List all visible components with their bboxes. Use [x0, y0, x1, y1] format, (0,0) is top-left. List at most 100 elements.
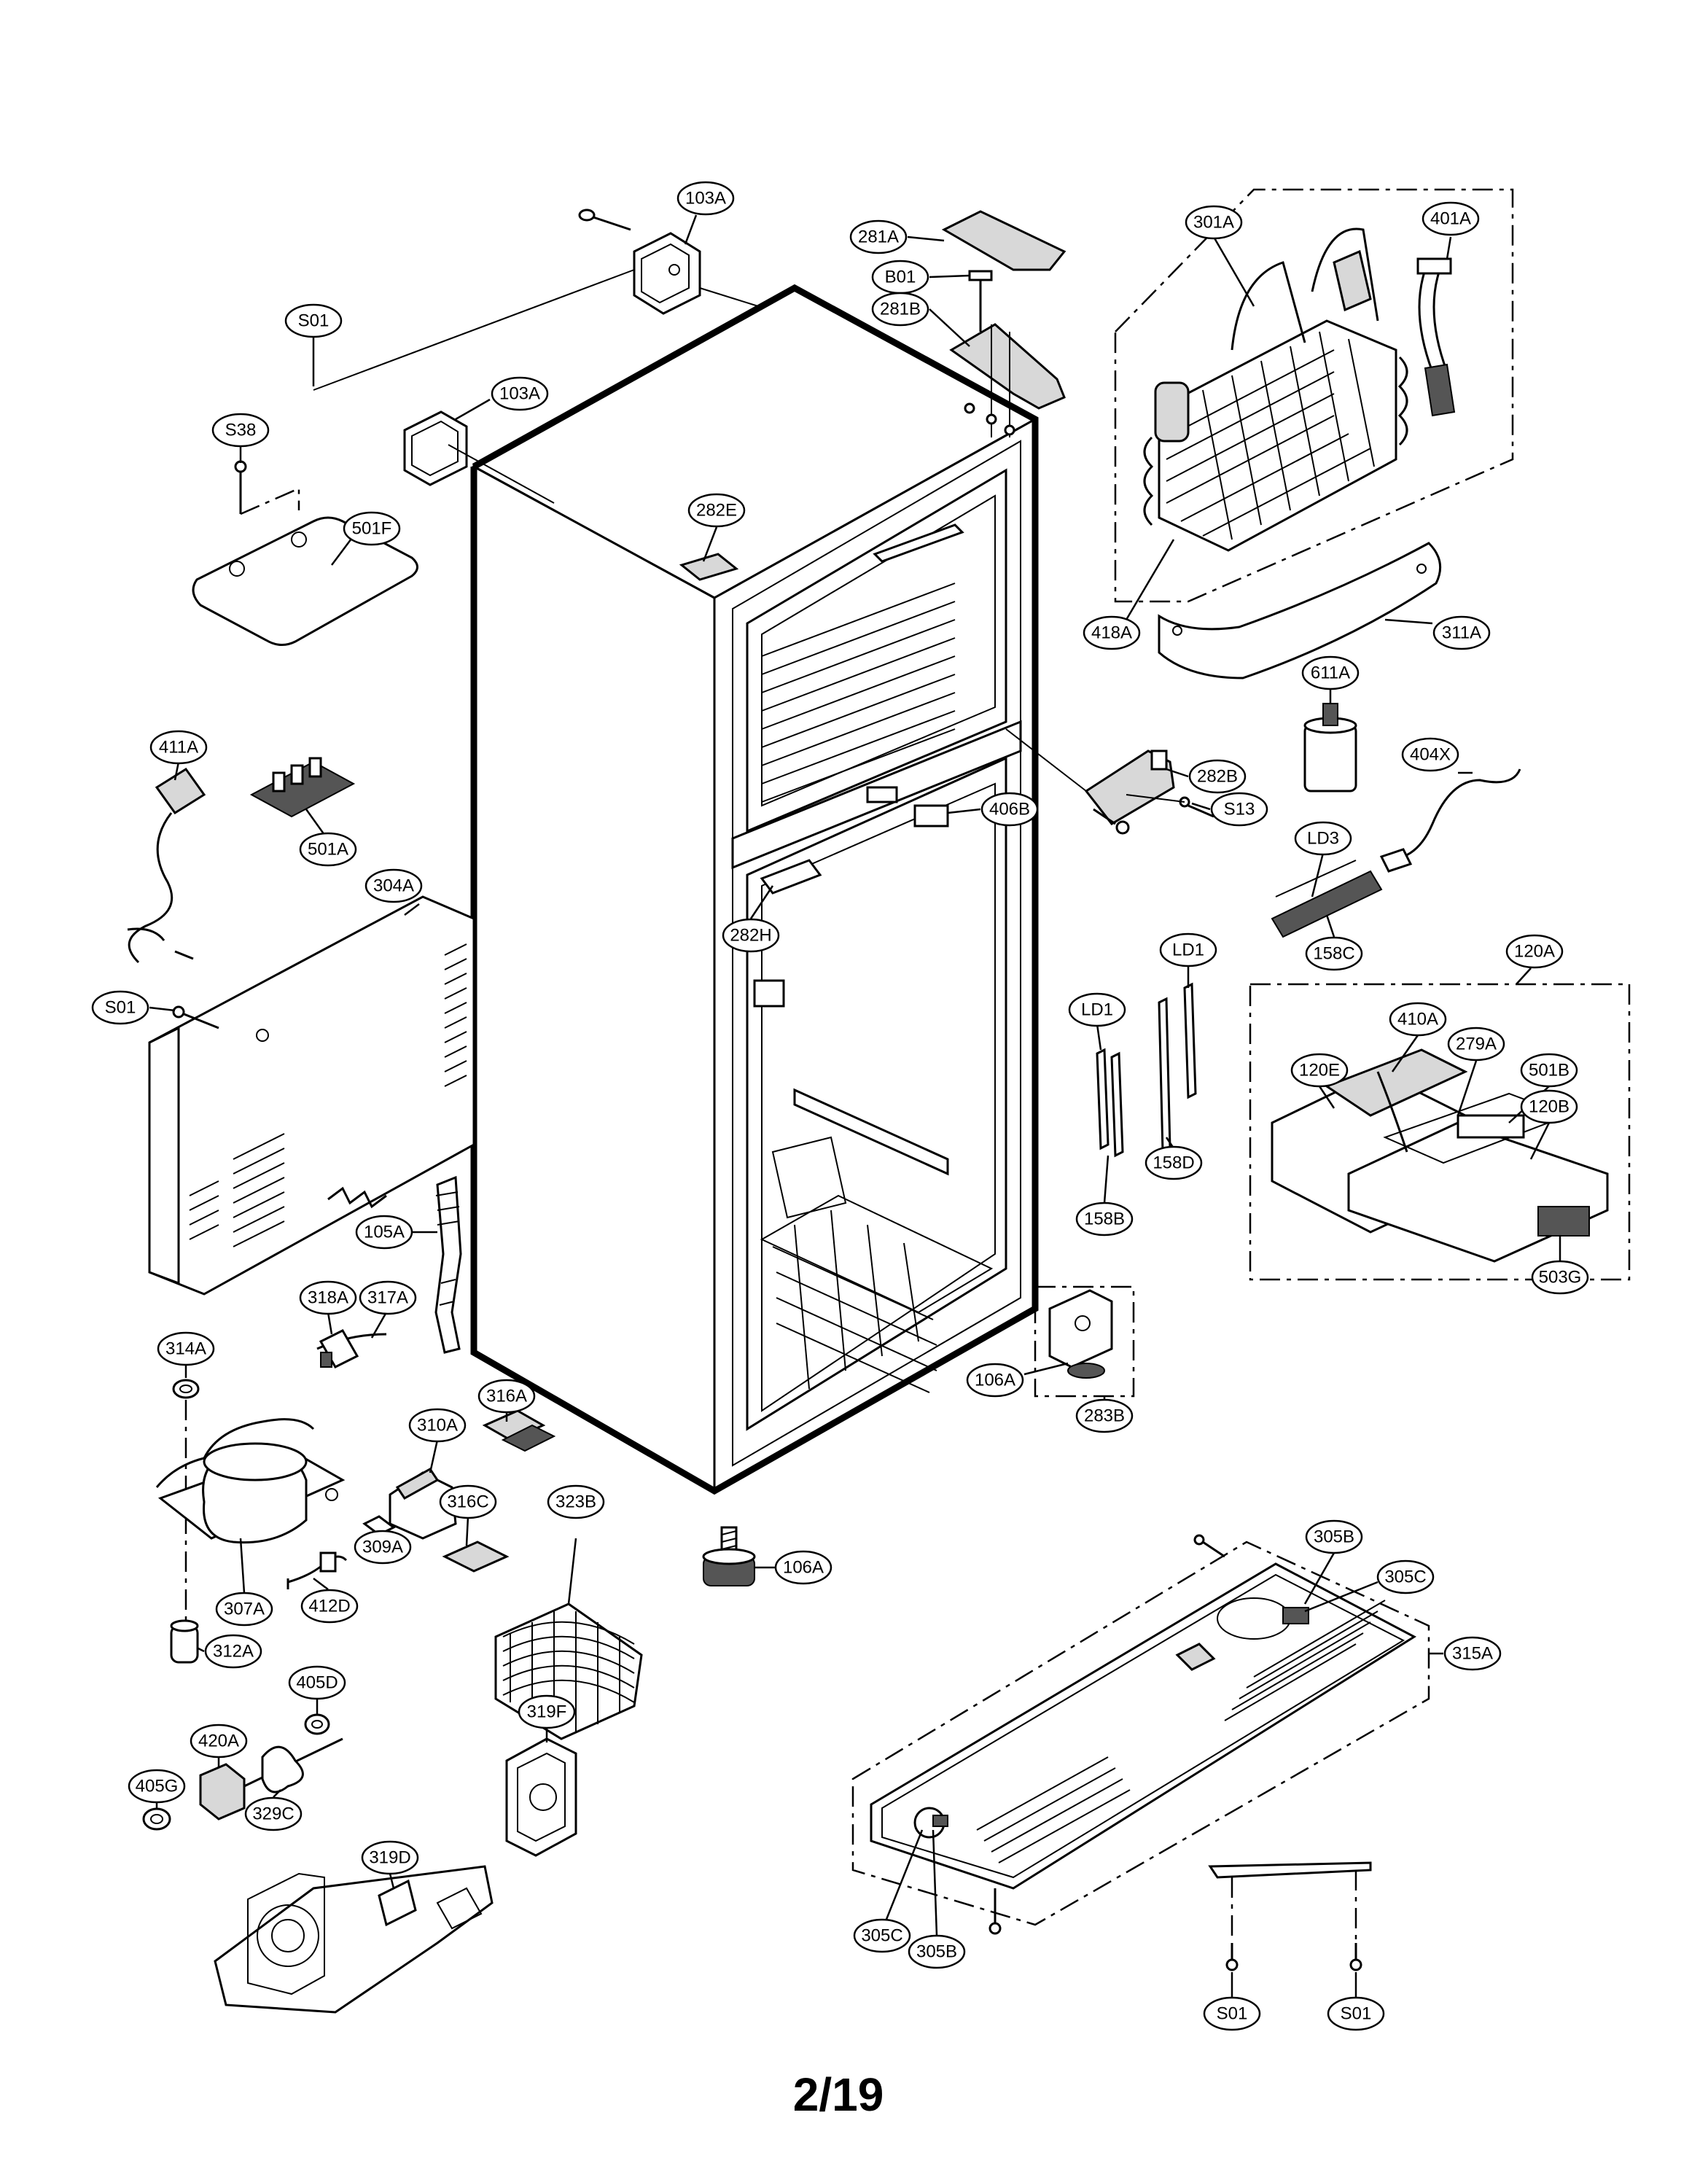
part-501f-cover	[192, 516, 418, 646]
part-screw-s01-left	[172, 1005, 219, 1029]
top-pad-282e	[679, 553, 739, 581]
svg-text:411A: 411A	[159, 738, 198, 758]
callout-282h: 282H	[722, 918, 780, 953]
svg-text:S38: S38	[225, 421, 257, 440]
svg-text:120A: 120A	[1514, 942, 1555, 962]
part-404x-sensor	[1379, 768, 1521, 873]
callout-315a: 315A	[1443, 1636, 1502, 1671]
svg-text:LD1: LD1	[1081, 1000, 1113, 1020]
part-158b-led-strip	[1096, 1048, 1124, 1158]
svg-text:106A: 106A	[783, 1558, 824, 1578]
page-number: 2/19	[793, 2068, 884, 2121]
svg-text:401A: 401A	[1430, 209, 1471, 229]
callout-316c: 316C	[439, 1484, 497, 1519]
callout-305c-top: 305C	[1376, 1559, 1435, 1594]
svg-text:315A: 315A	[1452, 1644, 1493, 1664]
callout-318a: 318A	[299, 1280, 357, 1315]
svg-text:S01: S01	[105, 998, 136, 1018]
svg-text:103A: 103A	[499, 384, 540, 404]
svg-text:120B: 120B	[1529, 1097, 1569, 1117]
svg-text:B01: B01	[885, 268, 916, 287]
control-assembly-box	[1249, 983, 1631, 1281]
callout-ld1-right: LD1	[1159, 932, 1217, 967]
svg-text:310A: 310A	[417, 1416, 458, 1436]
svg-text:611A: 611A	[1311, 663, 1350, 683]
part-screw-s38	[234, 460, 247, 514]
part-318a-317a-relay	[316, 1329, 387, 1368]
svg-text:158D: 158D	[1153, 1153, 1194, 1173]
svg-text:LD1: LD1	[1172, 940, 1204, 960]
svg-text:S01: S01	[298, 311, 329, 331]
callout-158b: 158B	[1075, 1202, 1134, 1237]
svg-text:304A: 304A	[373, 876, 414, 896]
callout-s13: S13	[1210, 792, 1268, 827]
callout-b01: B01	[871, 260, 929, 295]
svg-text:501F: 501F	[352, 519, 392, 539]
part-105a-hose	[434, 1175, 462, 1354]
callout-305b-top: 305B	[1305, 1519, 1363, 1554]
part-405d-washer	[304, 1713, 330, 1735]
svg-text:404X: 404X	[1410, 745, 1451, 765]
callout-412d: 412D	[300, 1589, 359, 1624]
callout-283b: 283B	[1075, 1398, 1134, 1433]
part-282b-center-hinge	[1084, 749, 1175, 825]
svg-text:305C: 305C	[861, 1926, 902, 1946]
callout-305b-bottom: 305B	[908, 1934, 966, 1969]
svg-text:410A: 410A	[1397, 1010, 1438, 1029]
callout-319d: 319D	[361, 1840, 419, 1875]
callout-s01-bottom-left: S01	[1203, 1996, 1261, 2031]
svg-text:420A: 420A	[198, 1732, 239, 1751]
part-screw-base-top	[1193, 1534, 1225, 1558]
refrigerator-cabinet	[470, 284, 1039, 1495]
svg-text:501A: 501A	[308, 840, 348, 860]
part-307a-compressor	[155, 1418, 346, 1544]
svg-text:406B: 406B	[989, 800, 1030, 819]
svg-text:S01: S01	[1341, 2004, 1372, 2024]
callout-317a: 317A	[359, 1280, 417, 1315]
part-314a-grommet	[172, 1379, 200, 1399]
callout-307a: 307A	[215, 1592, 273, 1627]
callout-501b: 501B	[1520, 1053, 1578, 1088]
callout-316a: 316A	[477, 1379, 536, 1414]
callout-s01-left: S01	[91, 990, 149, 1025]
part-501a-pcb	[249, 757, 356, 818]
svg-text:282H: 282H	[730, 926, 771, 946]
part-screw-s13	[1179, 796, 1214, 818]
callout-304a: 304A	[364, 868, 423, 903]
svg-text:279A: 279A	[1456, 1035, 1497, 1054]
callout-420a: 420A	[190, 1724, 248, 1759]
callout-301a: 301A	[1185, 205, 1243, 240]
svg-text:316C: 316C	[447, 1492, 488, 1512]
svg-text:S01: S01	[1217, 2004, 1248, 2024]
svg-text:282B: 282B	[1197, 767, 1238, 787]
svg-text:103A: 103A	[685, 189, 726, 209]
svg-text:305B: 305B	[916, 1942, 957, 1962]
svg-text:120E: 120E	[1299, 1061, 1340, 1080]
svg-text:283B: 283B	[1084, 1406, 1125, 1426]
part-316c-pad	[442, 1541, 510, 1573]
callout-s01-bottom-right: S01	[1327, 1996, 1385, 2031]
svg-text:158B: 158B	[1084, 1210, 1125, 1229]
svg-text:S13: S13	[1224, 800, 1255, 819]
callout-120e: 120E	[1290, 1053, 1349, 1088]
part-301a-evaporator	[1143, 227, 1408, 552]
callout-s01-top: S01	[284, 303, 343, 338]
callout-158c: 158C	[1305, 936, 1363, 971]
svg-text:405G: 405G	[136, 1777, 179, 1796]
callout-323b: 323B	[547, 1484, 605, 1519]
callout-309a: 309A	[354, 1530, 412, 1565]
callout-s38: S38	[211, 413, 270, 448]
svg-text:319F: 319F	[527, 1702, 567, 1722]
part-316a-pad	[482, 1409, 556, 1452]
callout-103a-top: 103A	[676, 181, 735, 216]
callout-106a-bracket: 106A	[966, 1363, 1024, 1398]
callout-120a: 120A	[1505, 934, 1564, 969]
callout-279a: 279A	[1447, 1027, 1505, 1062]
callout-404x: 404X	[1401, 737, 1459, 772]
evaporator-assembly-box	[1114, 188, 1514, 603]
base-plate-box	[851, 1541, 1430, 1926]
callout-281b: 281B	[871, 292, 929, 327]
callout-410a: 410A	[1389, 1002, 1447, 1037]
callout-418a: 418A	[1083, 615, 1141, 650]
